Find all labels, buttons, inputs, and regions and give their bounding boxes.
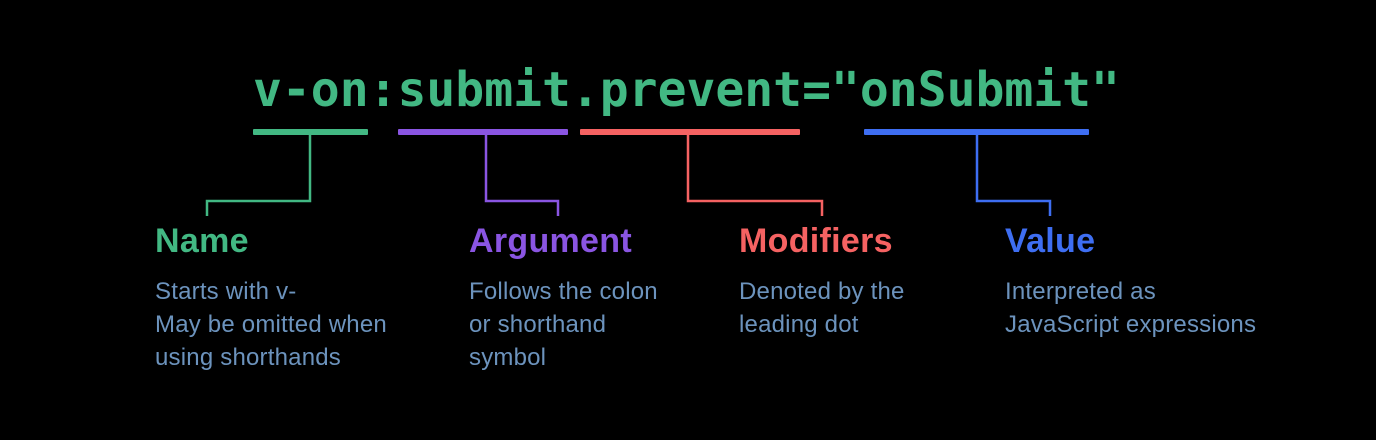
name-connector-line: [205, 135, 312, 216]
modifiers-underline: [580, 129, 800, 135]
argument-description: Follows the colon or shorthand symbol: [469, 278, 658, 371]
argument-underline: [398, 129, 568, 135]
value-description: Interpreted as JavaScript expressions: [1005, 278, 1257, 338]
argument-label: Argument: [469, 222, 632, 260]
modifiers-description: Denoted by the leading dot: [739, 278, 905, 338]
argument-connector-line: [484, 135, 560, 216]
name-description: Starts with v- May be omitted when using…: [155, 278, 387, 371]
name-underline: [253, 129, 368, 135]
name-label: Name: [155, 222, 249, 260]
modifiers-connector-line: [686, 135, 824, 216]
value-connector-line: [975, 135, 1052, 216]
value-underline: [864, 129, 1089, 135]
value-label: Value: [1005, 222, 1096, 260]
modifiers-label: Modifiers: [739, 222, 893, 260]
code-snippet: v-on:submit.prevent="onSubmit": [253, 62, 1120, 118]
